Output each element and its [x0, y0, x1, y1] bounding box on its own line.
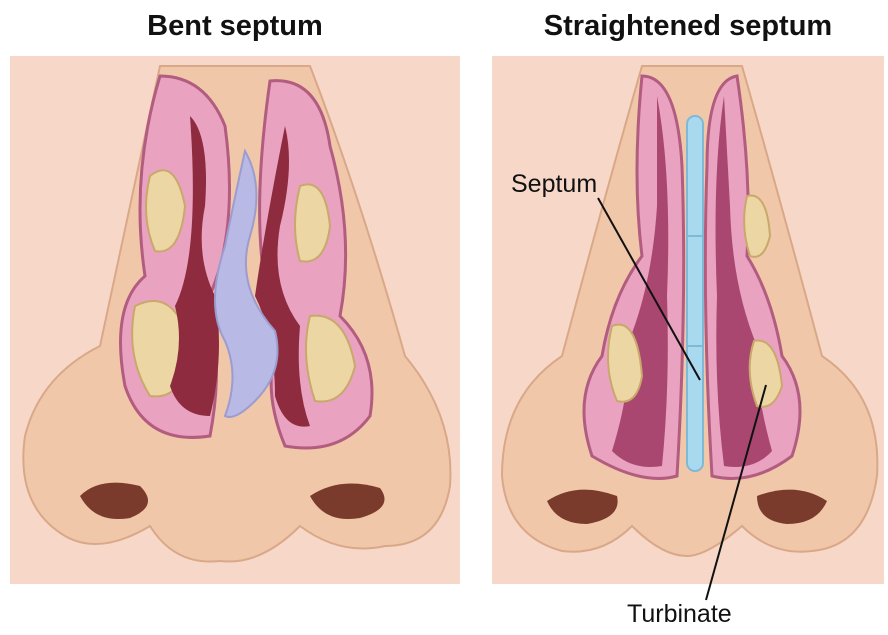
septum-pointer-line [598, 198, 700, 380]
turbinate-label: Turbinate [627, 600, 732, 629]
turbinate-pointer-line [706, 385, 766, 600]
septum-label: Septum [511, 170, 597, 199]
